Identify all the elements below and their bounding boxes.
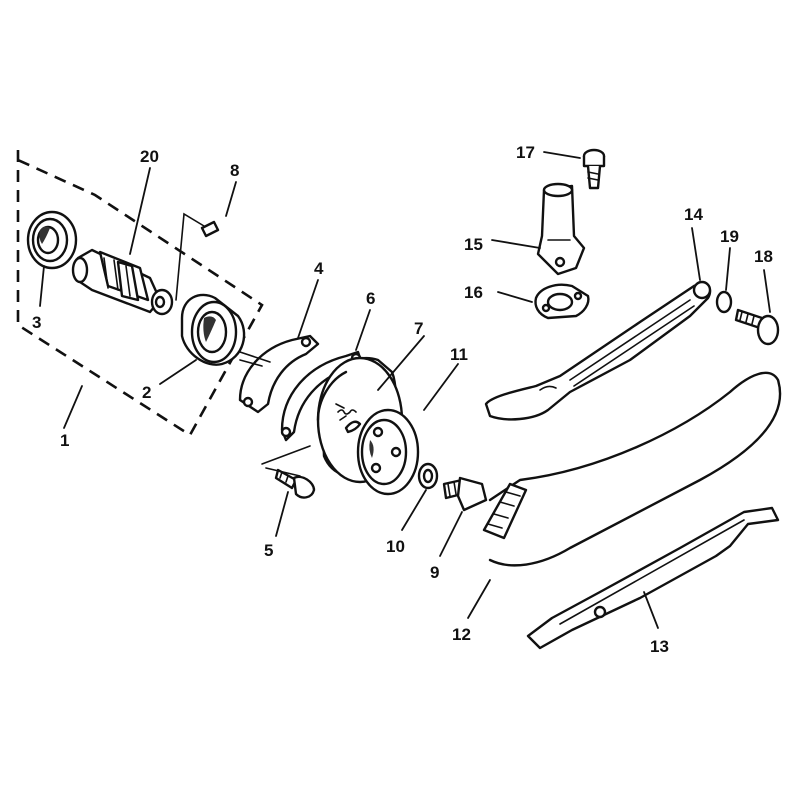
- part-12-chain: [482, 371, 782, 567]
- callout-19: 19: [720, 227, 739, 246]
- part-3-bearing: [26, 210, 78, 270]
- part-18-bolt: [734, 308, 780, 346]
- callout-15: 15: [464, 235, 483, 254]
- camshaft-assembly-group: [16, 150, 264, 437]
- callout-5: 5: [264, 541, 273, 560]
- callout-13: 13: [650, 637, 669, 656]
- callout-labels: 1 2 3 4 5 6 7 8 9 10 11 12 13 14 15 16 1…: [32, 143, 773, 656]
- part-5-bolt: [274, 468, 316, 499]
- callout-7: 7: [414, 319, 423, 338]
- callout-6: 6: [366, 289, 375, 308]
- callout-2: 2: [142, 383, 151, 402]
- callout-1: 1: [60, 431, 69, 450]
- leader-lines: [39, 151, 771, 629]
- connection-line-20-8: [175, 212, 205, 301]
- callout-8: 8: [230, 161, 239, 180]
- part-17-bolt: [582, 148, 606, 190]
- assembly-dashed-outline: [16, 150, 264, 437]
- callout-17: 17: [516, 143, 535, 162]
- callout-16: 16: [464, 283, 483, 302]
- callout-18: 18: [754, 247, 773, 266]
- part-15-tensioner: [536, 182, 586, 276]
- part-4-plate: [238, 334, 320, 414]
- callout-14: 14: [684, 205, 703, 224]
- part-2-bearing: [180, 293, 246, 366]
- callout-12: 12: [452, 625, 471, 644]
- part-19-washer: [715, 290, 733, 314]
- part-14-tensioner-guide: [484, 280, 712, 421]
- connection-line-4-5: [261, 445, 311, 477]
- part-10-washer: [417, 462, 439, 490]
- part-13-chain-guide: [526, 506, 780, 650]
- callout-10: 10: [386, 537, 405, 556]
- part-20-camshaft: [71, 248, 174, 316]
- callout-3: 3: [32, 313, 41, 332]
- callout-11: 11: [450, 345, 468, 364]
- part-11-plate: [356, 408, 420, 496]
- callout-9: 9: [430, 563, 439, 582]
- callout-20: 20: [140, 147, 159, 166]
- callout-4: 4: [314, 259, 324, 278]
- part-9-bolt: [442, 476, 488, 512]
- part-16-gasket: [534, 283, 590, 320]
- part-8-pin: [200, 220, 220, 238]
